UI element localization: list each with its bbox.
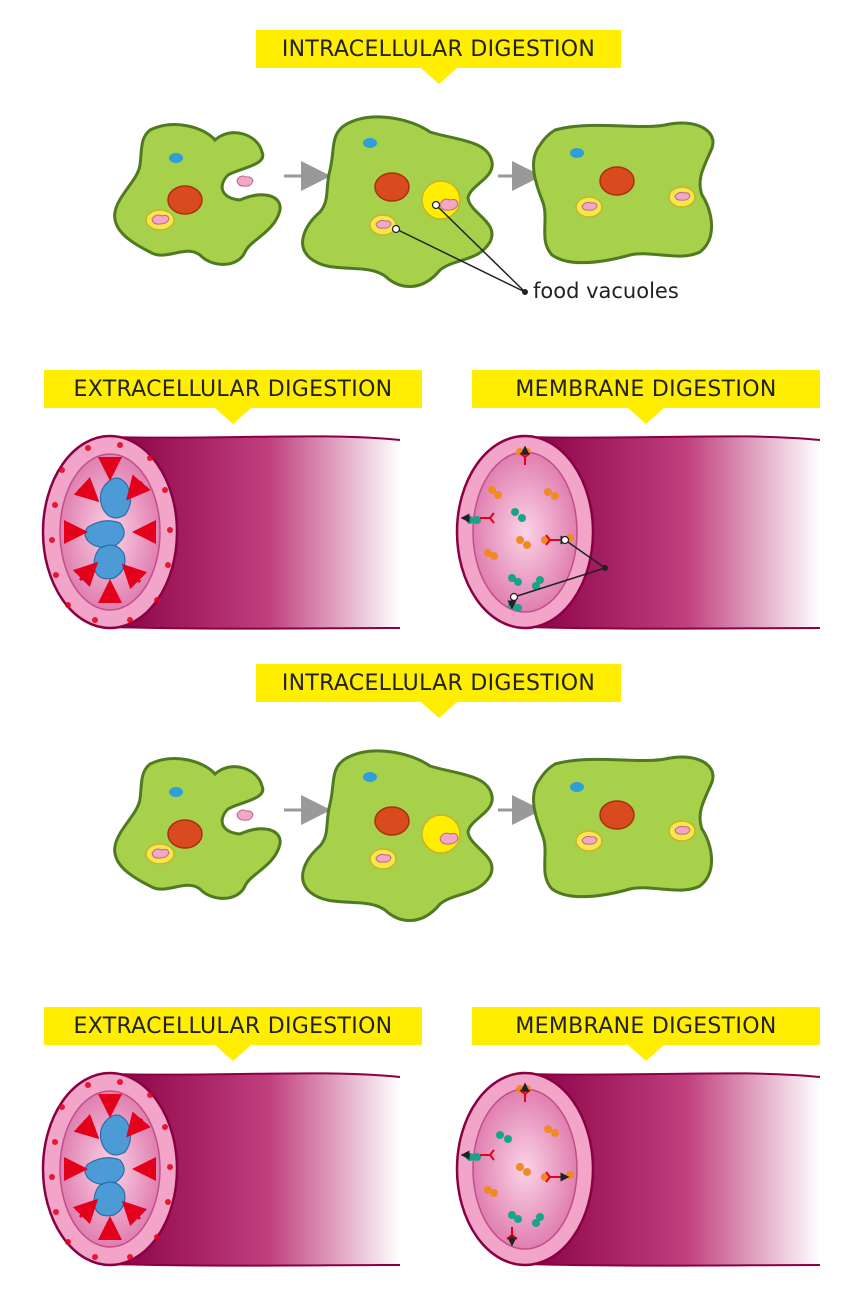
tube-icon [41, 434, 401, 630]
tube-icon [41, 1071, 401, 1267]
intracellular-title-1: INTRACELLULAR DIGESTION [256, 30, 621, 84]
food-particle [236, 175, 254, 187]
amoeba-icon [113, 123, 282, 266]
extracellular-title-1: EXTRACELLULAR DIGESTION [44, 370, 422, 424]
food-particle [236, 809, 254, 821]
food-vacuoles-label: food vacuoles [533, 279, 679, 303]
food-vacuoles-pointer [391, 200, 528, 295]
amoeba-icon [301, 749, 494, 922]
amoeba-icon [532, 755, 715, 899]
membrane-bound-pointer [509, 535, 608, 602]
extracellular-title-2: EXTRACELLULAR DIGESTION [44, 1007, 422, 1061]
membrane-title-1: MEMBRANE DIGESTION [472, 370, 820, 424]
tube-icon [455, 434, 821, 630]
membrane-title-2: MEMBRANE DIGESTION [472, 1007, 820, 1061]
intracellular-title-2: INTRACELLULAR DIGESTION [256, 664, 621, 718]
amoeba-icon [113, 757, 282, 900]
tube-icon [455, 1071, 821, 1267]
amoeba-icon [301, 115, 494, 288]
amoeba-icon [532, 121, 715, 265]
